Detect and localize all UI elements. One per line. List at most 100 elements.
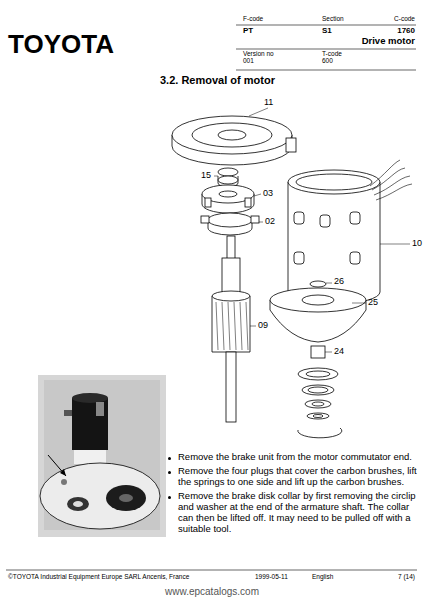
stator-housing bbox=[288, 170, 380, 194]
instruction-text: Remove the four plugs that cover the car… bbox=[178, 466, 418, 488]
photo bbox=[67, 497, 89, 511]
callout-number: 11 bbox=[264, 97, 273, 107]
armature-slots bbox=[216, 302, 248, 350]
parts-stack bbox=[254, 194, 261, 196]
parts-stack bbox=[245, 198, 251, 207]
photo bbox=[38, 375, 166, 537]
end-shield bbox=[308, 387, 328, 393]
bullet-dot bbox=[168, 496, 171, 499]
stator-housing bbox=[288, 182, 380, 304]
parts-stack bbox=[259, 222, 263, 223]
header-label: T-code bbox=[322, 50, 342, 57]
parts-stack bbox=[214, 176, 218, 177]
parts-stack bbox=[205, 198, 211, 207]
photo bbox=[48, 455, 66, 476]
header-label: Section bbox=[322, 15, 344, 22]
end-shield bbox=[312, 402, 324, 406]
stator-housing bbox=[294, 252, 304, 264]
photo bbox=[60, 469, 66, 476]
parts-stack bbox=[208, 213, 252, 227]
header-value: 600 bbox=[322, 57, 333, 64]
end-shield bbox=[270, 281, 366, 438]
bullet-dot bbox=[168, 457, 171, 460]
stator-housing bbox=[350, 252, 360, 264]
brake-unit bbox=[172, 116, 292, 154]
header-rules bbox=[236, 70, 416, 71]
end-shield bbox=[313, 415, 323, 418]
header-title: Drive motor bbox=[362, 36, 415, 47]
parts-stack bbox=[201, 216, 209, 223]
header-rules bbox=[236, 49, 416, 50]
armature-slots bbox=[234, 302, 236, 350]
brake-unit bbox=[218, 130, 246, 140]
stator-housing bbox=[288, 160, 412, 304]
end-shield bbox=[302, 385, 334, 395]
stator-housing bbox=[380, 244, 410, 245]
armature bbox=[226, 352, 236, 422]
header-value: 001 bbox=[243, 57, 254, 64]
photo bbox=[73, 501, 83, 507]
footer-rule bbox=[6, 570, 417, 571]
parts-stack bbox=[218, 168, 238, 176]
brand-logo: TOYOTA bbox=[8, 30, 114, 60]
end-shield bbox=[298, 428, 342, 438]
end-shield bbox=[306, 371, 330, 377]
photo bbox=[40, 463, 160, 529]
stator-housing bbox=[350, 212, 360, 224]
watermark: www.epcatalogs.com bbox=[165, 586, 259, 598]
footer-language: English bbox=[312, 573, 333, 580]
armature-slots bbox=[228, 302, 230, 350]
stator-housing bbox=[370, 160, 412, 200]
header-rules bbox=[236, 25, 416, 26]
header-value: S1 bbox=[322, 26, 332, 35]
photo bbox=[72, 393, 108, 403]
bullet-dot bbox=[168, 471, 171, 474]
photo bbox=[119, 494, 133, 502]
header-value: 1760 bbox=[397, 26, 415, 35]
parts-stack bbox=[201, 168, 263, 235]
stator-housing bbox=[296, 174, 372, 190]
armature bbox=[250, 326, 256, 327]
end-shield bbox=[352, 303, 366, 304]
callout-number: 25 bbox=[368, 297, 378, 307]
header-value: PT bbox=[243, 26, 253, 35]
stator-housing bbox=[294, 212, 304, 224]
armature-slots bbox=[216, 302, 218, 350]
armature bbox=[212, 296, 250, 352]
header-rules bbox=[236, 25, 416, 70]
parts-stack bbox=[218, 176, 238, 184]
brake-unit bbox=[286, 138, 296, 152]
callout-number: 03 bbox=[263, 188, 273, 198]
photo bbox=[61, 479, 67, 485]
photo bbox=[74, 450, 106, 464]
end-shield bbox=[326, 283, 332, 284]
end-shield bbox=[270, 288, 366, 312]
header-label: Version no bbox=[243, 50, 274, 57]
stator-housing bbox=[320, 215, 330, 227]
footer-date: 1999-05-11 bbox=[255, 573, 288, 580]
instruction-text: Remove the brake unit from the motor com… bbox=[178, 452, 418, 463]
instruction-text: Remove the brake disk collar by first re… bbox=[178, 491, 418, 535]
armature-slots bbox=[222, 302, 224, 350]
end-shield bbox=[305, 400, 331, 408]
photo bbox=[64, 410, 72, 416]
armature bbox=[212, 291, 250, 301]
callout-number: 24 bbox=[334, 346, 344, 356]
header-label: C-code bbox=[394, 15, 415, 22]
callout-number: 15 bbox=[201, 170, 211, 180]
brake-unit bbox=[172, 108, 296, 165]
armature-slots bbox=[240, 302, 242, 350]
header-label: F-code bbox=[243, 15, 263, 22]
end-shield bbox=[298, 368, 338, 380]
photo bbox=[96, 402, 104, 416]
end-shield bbox=[302, 295, 334, 305]
armature-slots bbox=[246, 302, 248, 350]
end-shield bbox=[325, 352, 332, 353]
callout-number: 02 bbox=[265, 216, 275, 226]
parts-stack bbox=[251, 216, 259, 223]
end-shield bbox=[311, 346, 325, 358]
section-title: 3.2. Removal of motor bbox=[160, 74, 275, 87]
photo bbox=[106, 485, 146, 511]
armature bbox=[222, 258, 240, 296]
armature bbox=[212, 236, 256, 422]
